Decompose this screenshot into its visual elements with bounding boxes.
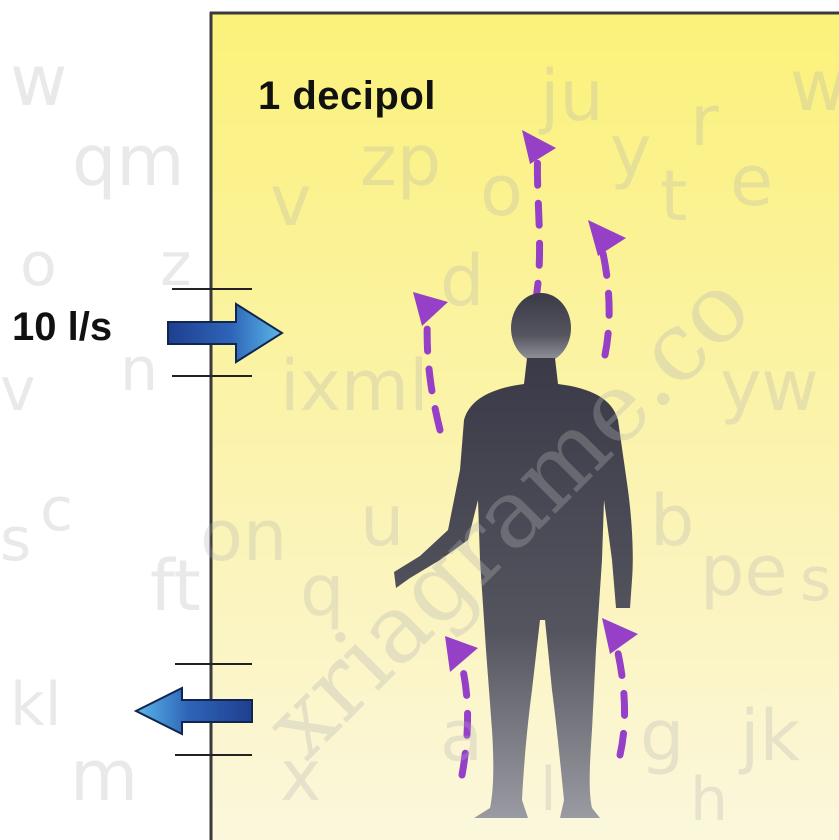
svg-text:ixml: ixml — [280, 345, 429, 427]
room-label: 1 decipol — [258, 74, 436, 119]
svg-text:c: c — [40, 475, 73, 545]
airflow-label: 10 l/s — [12, 305, 112, 350]
svg-text:l: l — [540, 755, 557, 825]
svg-text:w: w — [10, 40, 67, 122]
svg-text:e: e — [730, 140, 773, 222]
svg-text:z: z — [160, 230, 192, 300]
svg-text:s: s — [0, 505, 31, 575]
svg-text:o: o — [480, 150, 523, 232]
svg-text:w: w — [790, 45, 839, 127]
svg-text:g: g — [640, 695, 684, 777]
svg-text:y: y — [610, 110, 651, 192]
svg-text:d: d — [440, 240, 484, 322]
svg-text:m: m — [70, 735, 138, 817]
svg-text:a: a — [440, 695, 483, 777]
svg-text:b: b — [650, 480, 694, 562]
svg-text:h: h — [690, 765, 728, 835]
svg-text:on: on — [200, 495, 287, 577]
svg-text:ft: ft — [150, 545, 201, 627]
svg-text:jk: jk — [738, 695, 800, 777]
svg-text:s: s — [800, 545, 831, 615]
svg-text:o: o — [20, 230, 57, 300]
svg-text:kl: kl — [10, 670, 61, 740]
svg-text:ju: ju — [538, 55, 604, 137]
svg-text:pe: pe — [700, 530, 788, 612]
svg-text:v: v — [270, 160, 311, 242]
svg-text:v: v — [0, 355, 36, 425]
svg-text:zp: zp — [360, 120, 441, 202]
svg-text:r: r — [690, 80, 719, 162]
svg-text:qm: qm — [72, 120, 185, 202]
svg-text:t: t — [660, 155, 687, 237]
svg-text:n: n — [120, 335, 158, 405]
